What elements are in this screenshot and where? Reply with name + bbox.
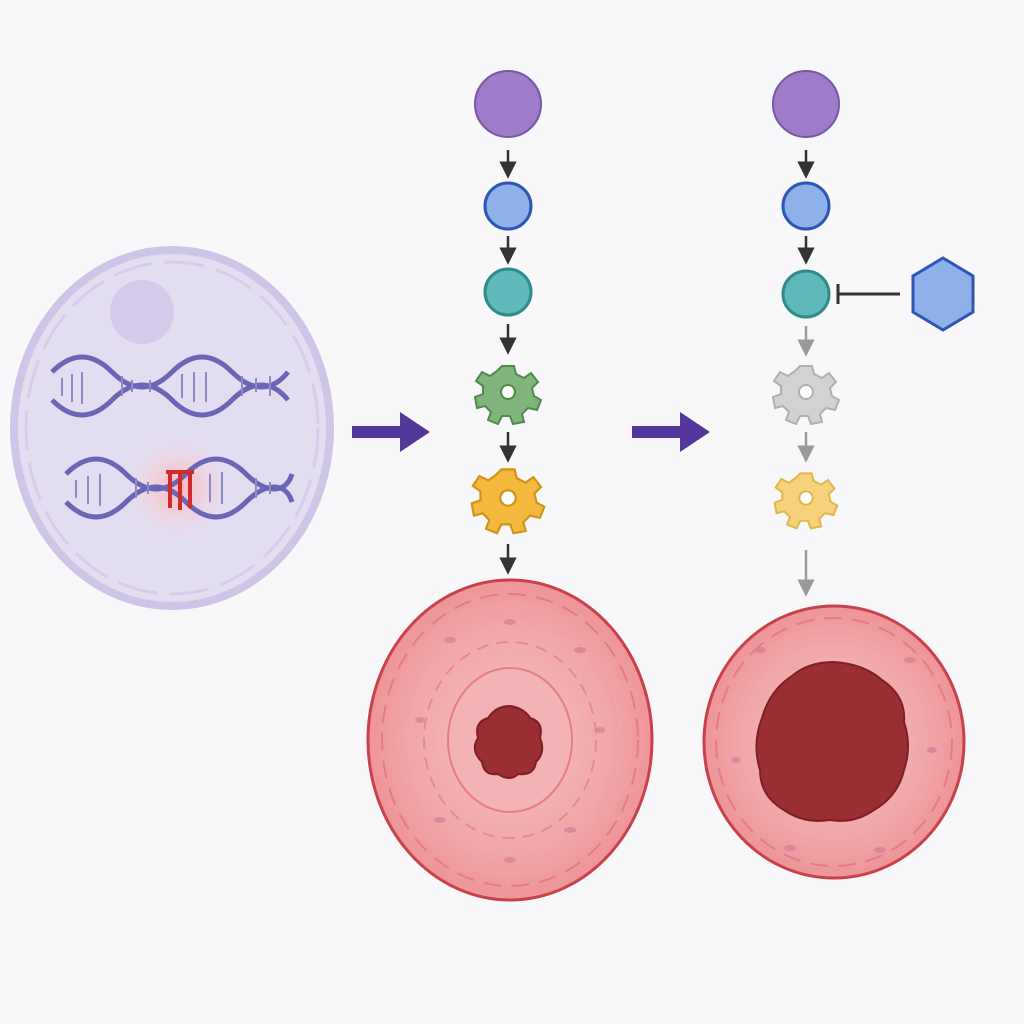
gear-yellow-icon xyxy=(773,472,839,530)
cell-panel xyxy=(10,246,334,610)
inhibitor-hexagon-icon xyxy=(911,256,975,332)
transition-arrow-2 xyxy=(632,412,710,452)
pathway-node-purple xyxy=(474,70,542,138)
gear-gray-icon xyxy=(771,365,841,426)
dna-helix-upper xyxy=(50,354,290,418)
pathway-inhibited xyxy=(771,70,975,597)
dna-rungs-lower xyxy=(75,472,271,506)
transition-arrow-1 xyxy=(352,412,430,452)
gear-green-icon xyxy=(473,365,543,426)
vessel-open xyxy=(702,604,966,880)
lumen-open xyxy=(755,660,909,822)
inhibition-line xyxy=(836,284,900,304)
vessel-narrowed xyxy=(366,578,654,902)
pathway-node-purple xyxy=(772,70,840,138)
pathway-node-teal xyxy=(781,269,831,319)
mutation-mark xyxy=(166,470,194,510)
nucleolus xyxy=(110,280,174,344)
pathway-normal xyxy=(470,70,546,575)
lumen-narrowed xyxy=(473,704,544,779)
cell-inner-membrane xyxy=(24,260,320,596)
pathway-node-blue xyxy=(781,181,831,231)
gear-orange-icon xyxy=(470,468,546,535)
dna-rungs-upper xyxy=(61,372,271,404)
pathway-node-blue xyxy=(483,181,533,231)
pathway-node-teal xyxy=(483,267,533,317)
